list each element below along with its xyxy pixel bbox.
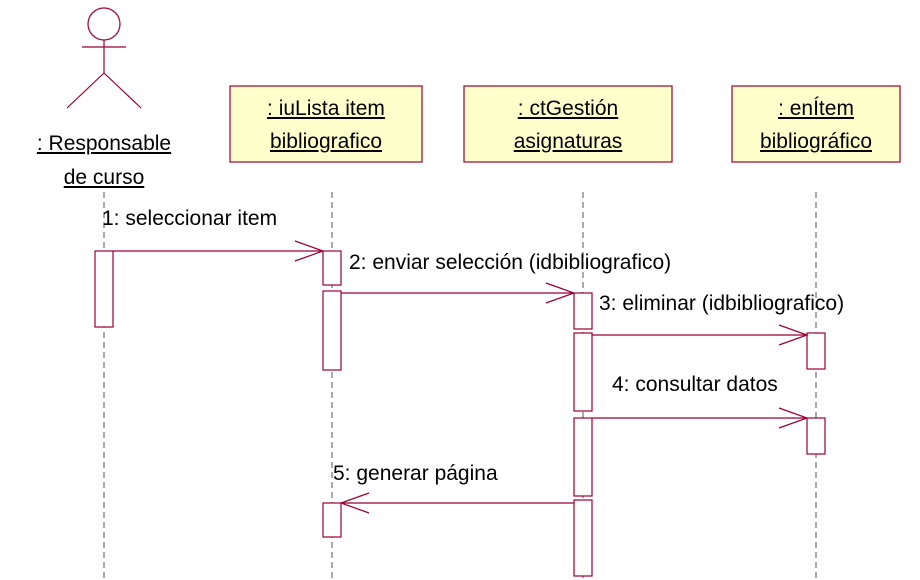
object-box-iulista[interactable] — [229, 85, 423, 163]
activation-ctgestion-2 — [573, 332, 593, 412]
message-label-4: 4: consultar datos — [612, 373, 778, 396]
object-box-ctgestion[interactable] — [463, 85, 673, 163]
message-arrow-5 — [339, 492, 574, 514]
actor-name-line1: : Responsable — [36, 132, 172, 155]
activation-ctgestion-3 — [573, 417, 593, 497]
object-name-ctgestion-line2: asignaturas — [513, 130, 623, 153]
message-arrow-3 — [592, 324, 809, 346]
object-name-iulista-line1: : iuLista item — [267, 97, 385, 120]
message-label-1: 1: seleccionar item — [102, 207, 278, 230]
object-name-enitem-line2: bibliográfico — [759, 130, 873, 153]
object-box-enitem[interactable] — [731, 85, 901, 163]
actor-head — [87, 7, 121, 41]
message-arrow-2 — [341, 282, 576, 304]
activation-ctgestion-1 — [573, 292, 593, 330]
activation-iulista-2 — [322, 290, 342, 371]
actor-left-leg — [66, 72, 105, 109]
message-arrow-1 — [113, 240, 325, 262]
actor-right-leg — [103, 72, 142, 109]
message-label-5: 5: generar página — [333, 462, 498, 485]
activation-ctgestion-4 — [573, 499, 593, 577]
object-name-enitem-line1: : enÍtem — [778, 97, 854, 120]
activation-enitem-2 — [806, 417, 826, 455]
message-arrow-4 — [592, 407, 809, 429]
activation-iulista-3 — [322, 502, 342, 538]
message-label-2: 2: enviar selección (idbibliografico) — [349, 251, 672, 274]
actor-name-line2: de curso — [63, 166, 145, 189]
message-label-3: 3: eliminar (idbibliografico) — [599, 292, 845, 315]
object-name-ctgestion-line1: : ctGestión — [517, 97, 619, 120]
activation-actor-1 — [94, 250, 114, 328]
activation-enitem-1 — [806, 332, 826, 370]
object-name-iulista-line2: bibliografico — [269, 130, 383, 153]
activation-iulista-1 — [322, 250, 342, 286]
stick-figure-actor-icon — [66, 7, 142, 109]
